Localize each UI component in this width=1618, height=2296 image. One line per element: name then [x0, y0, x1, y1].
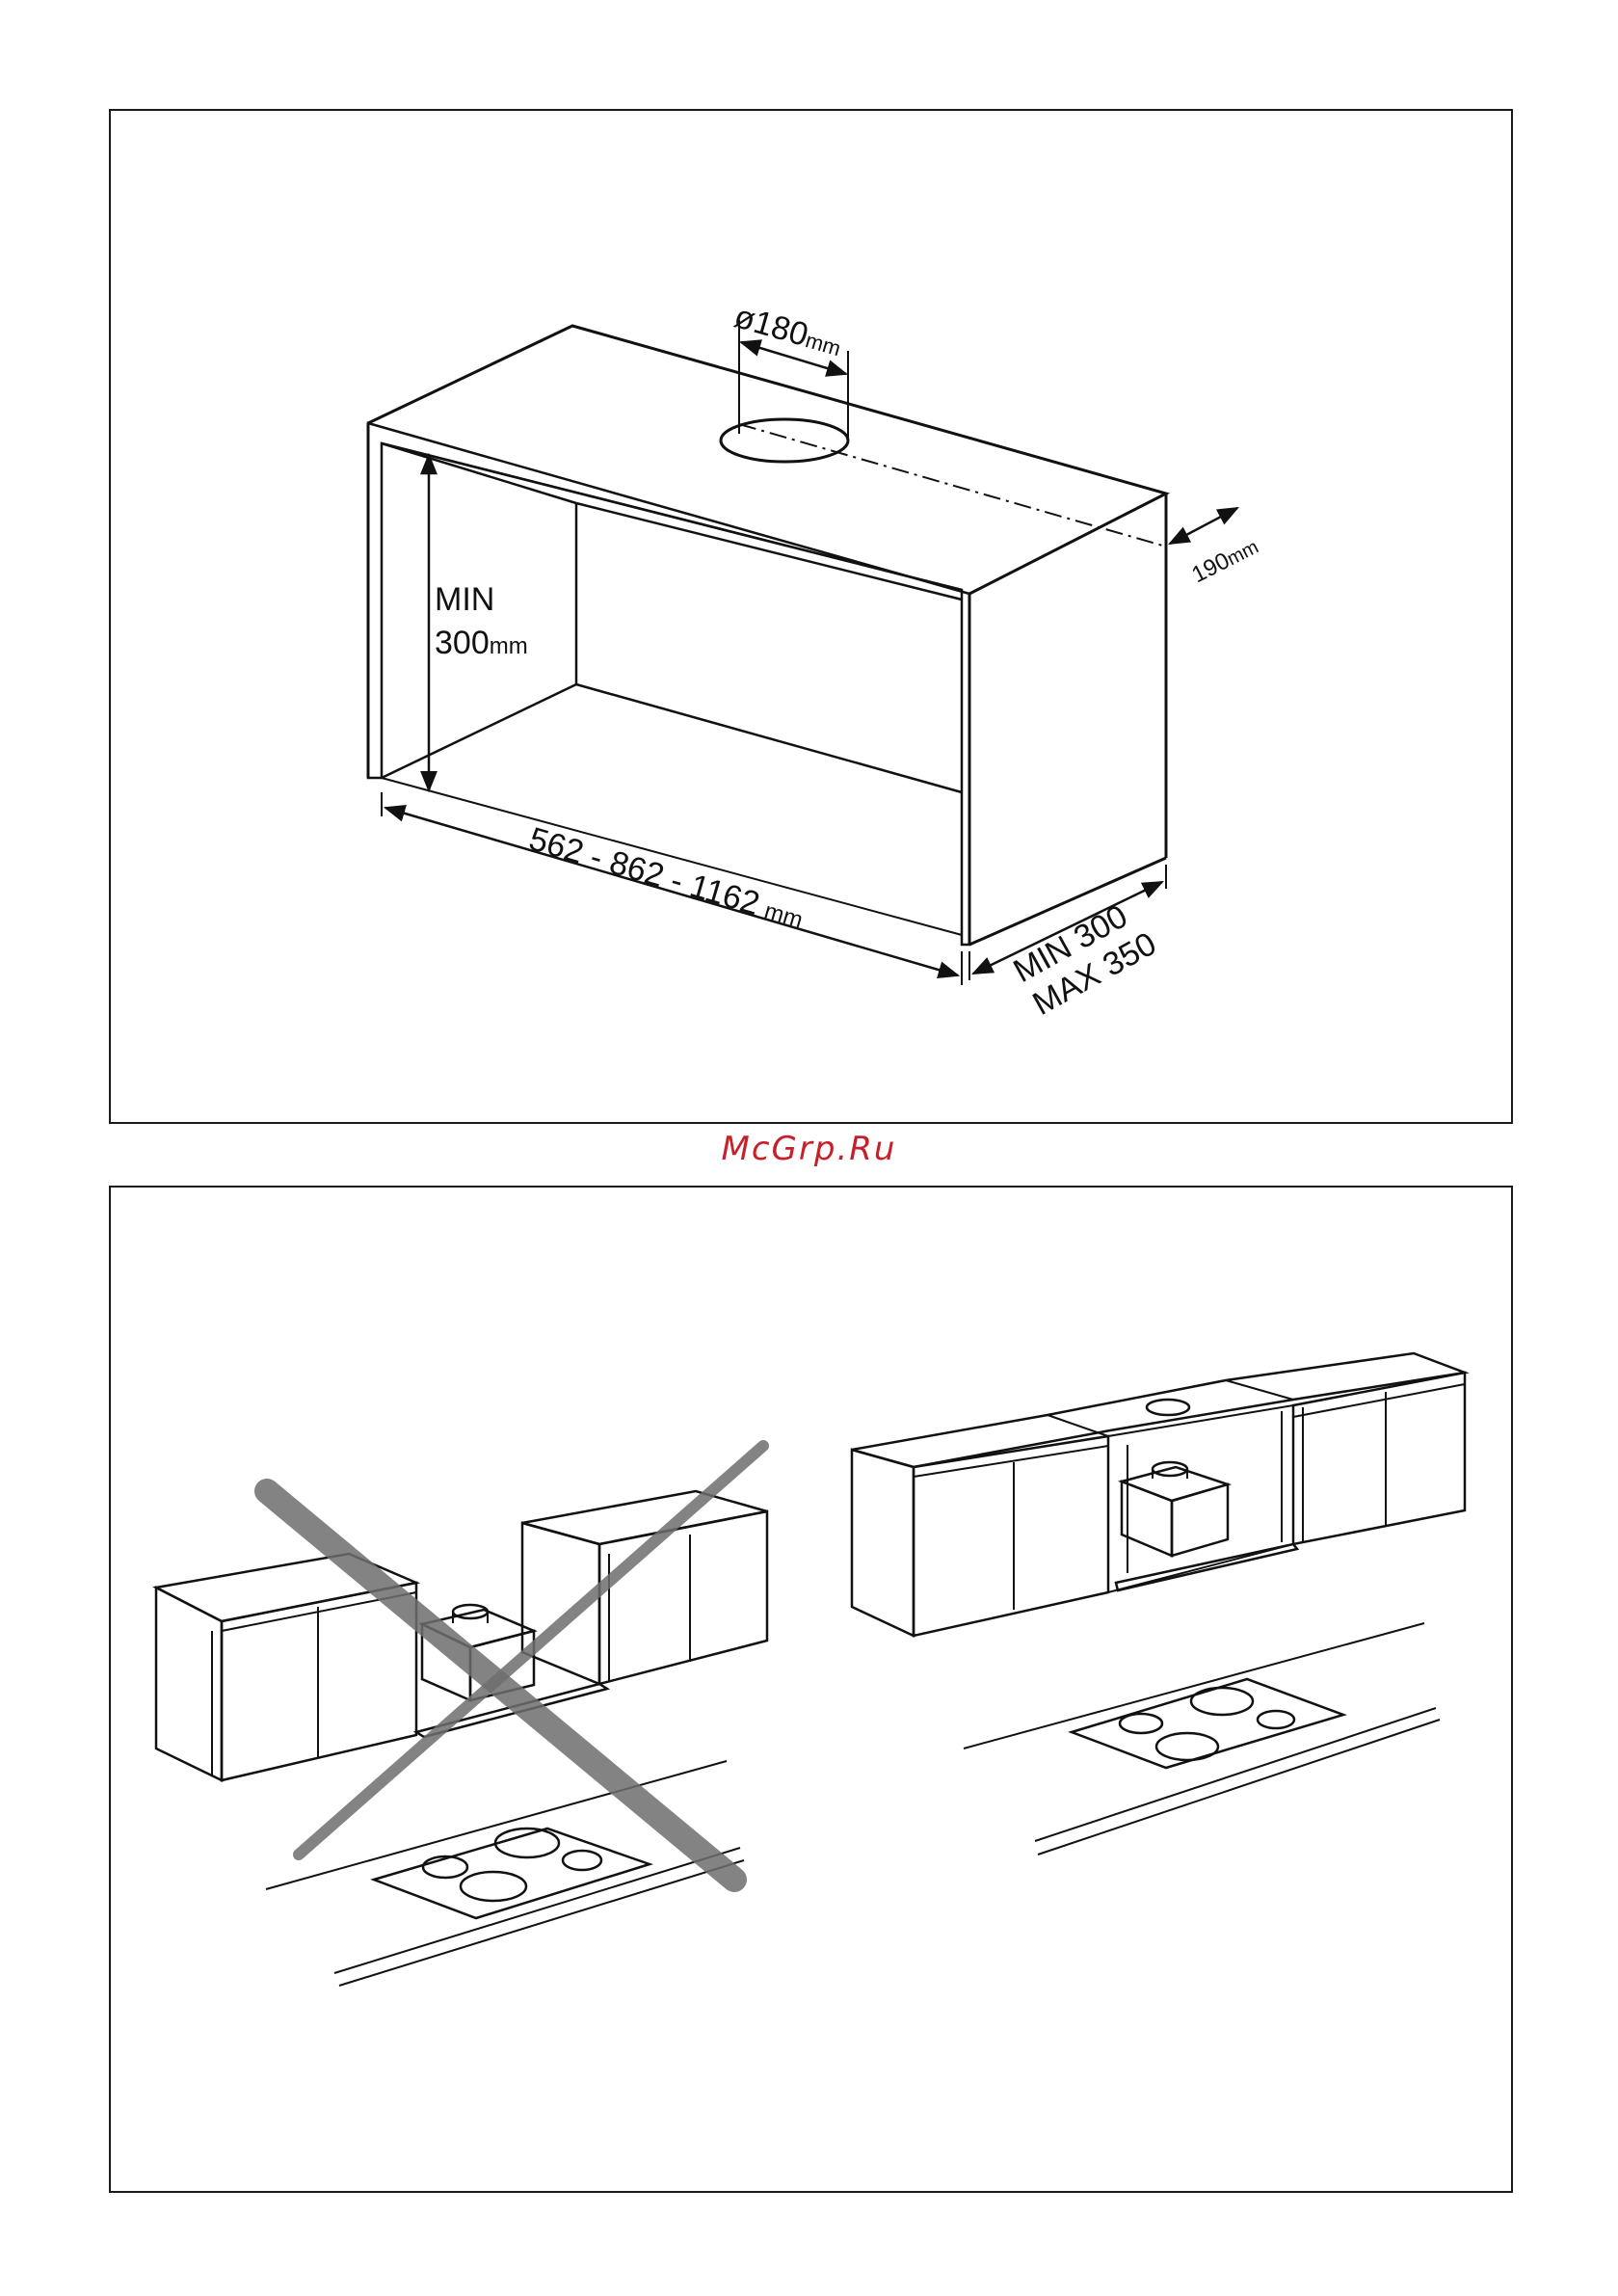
duct-diameter-unit: mm — [803, 328, 843, 360]
min-height-unit: mm — [490, 633, 528, 659]
min-height-value: 300 — [435, 625, 490, 661]
duct-centerline — [739, 424, 1166, 547]
svg-text:ø180mm: ø180mm — [730, 298, 846, 363]
duct-diameter-dimension: ø180mm — [730, 298, 848, 438]
installation-drawing — [111, 1188, 1515, 2195]
width-range-unit: mm — [761, 897, 806, 933]
incorrect-cross-mark — [267, 1446, 763, 1880]
watermark-text: McGrp.Ru — [0, 1130, 1618, 1168]
svg-text:562 - 862 - 1162mm: 562 - 862 - 1162mm — [525, 820, 809, 935]
min-height-dimension: MIN 300mm — [429, 455, 528, 790]
duct-offset-dimension: 190mm — [1170, 508, 1262, 588]
svg-text:190mm: 190mm — [1187, 533, 1262, 588]
correct-installation-scene — [852, 1353, 1465, 1855]
cabinet-dimension-drawing: ø180mm 190mm MIN 300mm 562 - 862 - 1162m… — [111, 111, 1515, 1126]
installation-comparison-panel — [109, 1186, 1513, 2193]
depth-dimension: MIN 300 MAX 350 — [969, 865, 1166, 1023]
duct-diameter-label: ø180 — [730, 298, 812, 354]
dimension-diagram-panel: ø180mm 190mm MIN 300mm 562 - 862 - 1162m… — [109, 109, 1513, 1124]
width-dimension: 562 - 862 - 1162mm — [382, 792, 962, 985]
svg-text:300mm: 300mm — [435, 625, 528, 661]
incorrect-installation-scene — [156, 1491, 767, 1986]
min-height-label: MIN — [435, 581, 494, 618]
